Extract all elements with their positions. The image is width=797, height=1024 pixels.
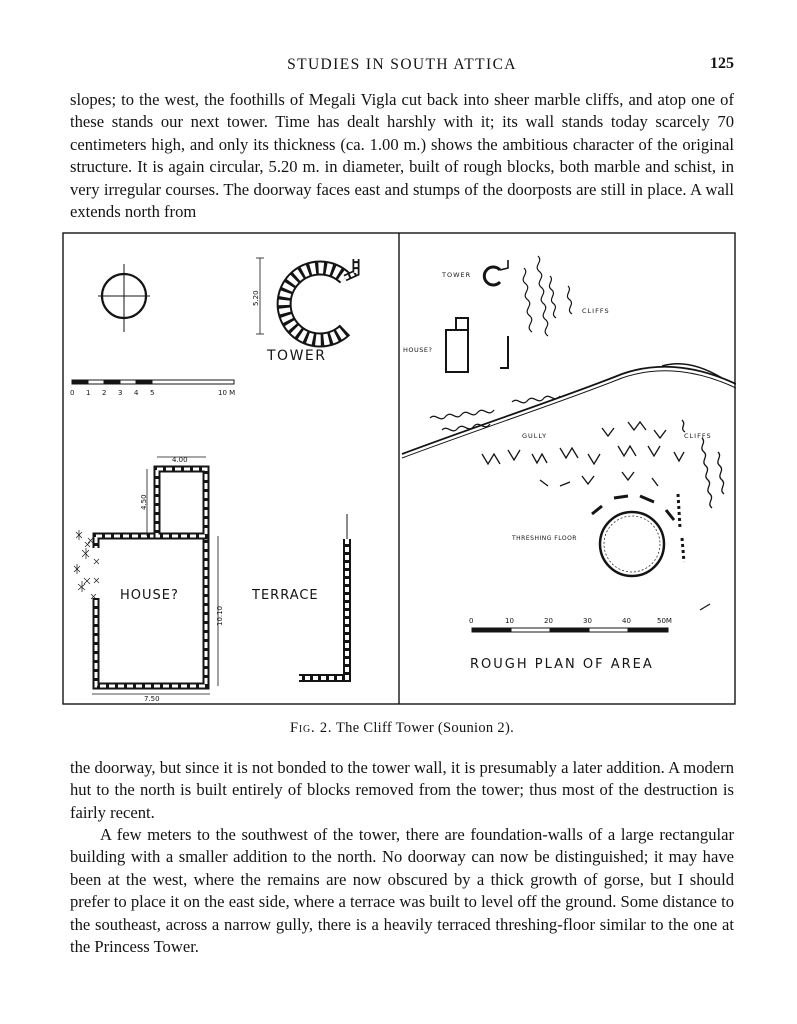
right-scale-tick: 20 — [544, 617, 553, 625]
paragraph-2: the doorway, but since it is not bonded … — [70, 758, 734, 822]
cliffs-label-lower: CLIFFS — [684, 432, 712, 440]
tower-dimension-label: 5.20 — [252, 290, 260, 306]
running-title: STUDIES IN SOUTH ATTICA — [287, 56, 517, 73]
paragraph-3: A few meters to the southwest of the tow… — [70, 825, 734, 957]
figure-caption: Fig. 2. The Cliff Tower (Sounion 2). — [70, 720, 734, 737]
figure-caption-label: Fig. 2. — [289, 720, 333, 736]
paragraph-1: slopes; to the west, the foothills of Me… — [70, 90, 734, 222]
figure-cliff-tower: 5.20 TOWER 0 1 2 3 4 5 10 M 4.00 4.50 10… — [62, 232, 736, 706]
threshing-floor-plan — [591, 493, 686, 578]
left-scale-tick: 4 — [134, 389, 139, 397]
left-scale-tick: 3 — [118, 389, 122, 397]
right-scale-bar — [471, 627, 669, 633]
cliffs-label-upper: CLIFFS — [582, 307, 610, 315]
terrace-label: TERRACE — [251, 588, 319, 603]
plan-house-symbol — [445, 317, 509, 373]
left-scale-tick: 10 M — [218, 389, 235, 397]
plan-tower-label: TOWER — [441, 271, 471, 279]
gully-line — [401, 362, 736, 459]
plan-tower-symbol — [482, 260, 509, 287]
tower-label: TOWER — [266, 348, 327, 364]
cliffs-hatching-upper — [522, 255, 573, 337]
left-scale-tick: 0 — [70, 389, 74, 397]
house-width-label: 7.50 — [144, 695, 160, 703]
terrace-wall — [299, 514, 351, 682]
house-length-label: 10.10 — [216, 606, 224, 626]
page-number: 125 — [710, 55, 734, 72]
left-scale-bar — [71, 379, 235, 385]
right-scale-tick: 50M — [657, 617, 672, 625]
house-label: HOUSE? — [120, 588, 179, 603]
right-scale-tick: 30 — [583, 617, 592, 625]
cliffs-hatching-lower — [481, 419, 725, 509]
left-scale-tick: 1 — [86, 389, 90, 397]
gorse-growth — [73, 530, 100, 600]
figure-caption-text: The Cliff Tower (Sounion 2). — [336, 720, 515, 736]
running-head: STUDIES IN SOUTH ATTICA 125 — [70, 52, 734, 78]
figure-drawing: 5.20 TOWER 0 1 2 3 4 5 10 M 4.00 4.50 10… — [62, 232, 736, 705]
house-plan — [92, 456, 219, 695]
right-scale-tick: 40 — [622, 617, 631, 625]
orientation-symbol — [98, 264, 150, 332]
addition-depth-label: 4.50 — [140, 494, 148, 510]
plan-house-label: HOUSE? — [403, 346, 432, 354]
gully-label: GULLY — [522, 432, 547, 440]
tower-plan — [256, 257, 360, 348]
left-scale-tick: 2 — [102, 389, 106, 397]
addition-width-label: 4.00 — [172, 456, 188, 464]
north-arrow-mark — [699, 603, 711, 611]
cliffs-hatching-middle — [429, 395, 561, 432]
right-scale-tick: 10 — [505, 617, 514, 625]
left-scale-tick: 5 — [150, 389, 154, 397]
threshing-floor-label: THRESHING FLOOR — [511, 535, 577, 542]
plan-title: ROUGH PLAN OF AREA — [470, 657, 654, 672]
right-scale-tick: 0 — [469, 617, 473, 625]
